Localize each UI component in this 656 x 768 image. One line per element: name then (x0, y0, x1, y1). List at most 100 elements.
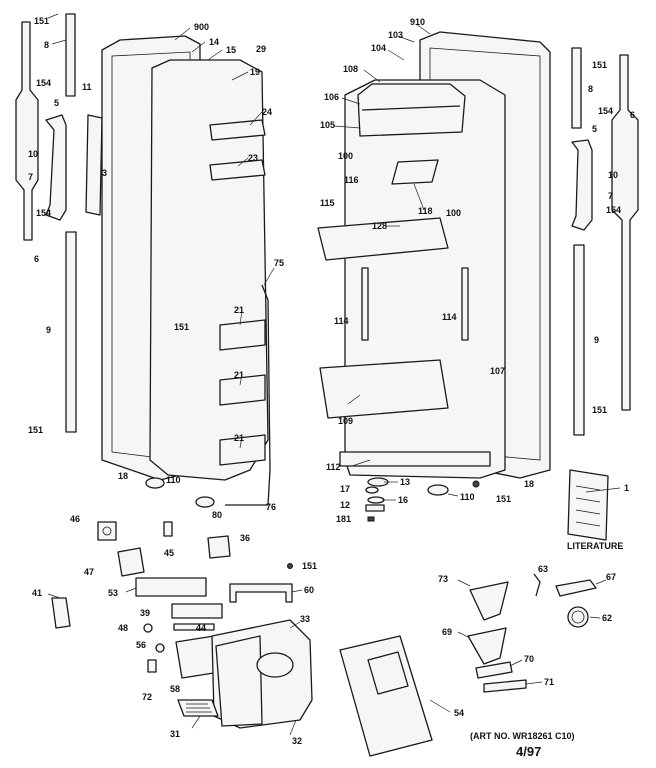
label-1: 1 (624, 483, 629, 493)
label-106: 106 (324, 92, 339, 102)
literature-booklet (567, 469, 609, 541)
label-154-left-bottom: 154 (36, 208, 51, 218)
label-154-right-bottom: 154 (606, 205, 621, 215)
door-stop-110-left (145, 477, 165, 489)
label-54: 54 (454, 708, 464, 718)
shelf-rail-left (361, 267, 369, 341)
literature-line (575, 485, 601, 491)
label-21-bottom: 21 (234, 433, 244, 443)
label-116: 116 (344, 175, 359, 185)
handle-strip-left (65, 13, 76, 97)
label-114-right: 114 (442, 312, 457, 322)
label-151: 151 (34, 16, 49, 26)
label-151-center-bottom: 151 (496, 494, 511, 504)
label-63: 63 (538, 564, 548, 574)
handle-trim-left (15, 21, 39, 241)
label-33: 33 (300, 614, 310, 624)
label-181: 181 (336, 514, 351, 524)
label-58: 58 (170, 684, 180, 694)
label-14: 14 (209, 37, 219, 47)
door-shelf-23 (209, 159, 266, 181)
label-18-left: 18 (118, 471, 128, 481)
label-16: 16 (398, 495, 408, 505)
art-number: (ART NO. WR18261 C10) (470, 731, 575, 741)
label-46: 46 (70, 514, 80, 524)
literature-line (575, 521, 601, 527)
label-151-dispenser: 151 (302, 561, 317, 571)
label-6-left: 6 (34, 254, 39, 264)
label-108: 108 (343, 64, 358, 74)
label-44: 44 (196, 623, 206, 633)
label-41: 41 (32, 588, 42, 598)
chute-69 (467, 627, 507, 665)
label-154-left-top: 154 (36, 78, 51, 88)
door-handle-right (571, 139, 593, 231)
label-7-right: 7 (608, 191, 613, 201)
date-code: 4/97 (516, 744, 542, 759)
ring-62-inner (571, 610, 585, 624)
literature-label: LITERATURE (567, 541, 624, 551)
label-9-right: 9 (594, 335, 599, 345)
panel-53 (135, 577, 207, 597)
label-151-right-bottom: 151 (592, 405, 607, 415)
label-151-left-bottom: 151 (28, 425, 43, 435)
label-15: 15 (226, 45, 236, 55)
button-48 (143, 623, 153, 633)
ring-62 (567, 606, 589, 628)
hinge-pin-17 (365, 486, 379, 494)
door-shelf-24 (209, 119, 266, 141)
label-3: 3 (102, 168, 107, 178)
label-69: 69 (442, 627, 452, 637)
label-103: 103 (388, 30, 403, 40)
label-5-left: 5 (54, 98, 59, 108)
switch-46 (97, 521, 117, 541)
door-stop-110-right (427, 484, 449, 496)
label-32: 32 (292, 736, 302, 746)
bracket-36 (207, 535, 231, 559)
label-17: 17 (340, 484, 350, 494)
dispenser-cover-recess (367, 651, 409, 695)
bracket-41 (51, 597, 71, 629)
label-75: 75 (274, 258, 284, 268)
door-bin-21c (219, 434, 266, 466)
strip-44 (173, 623, 215, 631)
label-71: 71 (544, 677, 554, 687)
label-72: 72 (142, 692, 152, 702)
label-18-right: 18 (524, 479, 534, 489)
label-62: 62 (602, 613, 612, 623)
actuator-63 (533, 573, 541, 597)
label-900: 900 (194, 22, 209, 32)
screw-181 (367, 516, 375, 522)
label-73: 73 (438, 574, 448, 584)
bushing-16 (367, 496, 385, 504)
dispenser-auger (256, 652, 294, 678)
label-76: 76 (266, 502, 276, 512)
label-7-left: 7 (28, 172, 33, 182)
label-48: 48 (118, 623, 128, 633)
label-21-mid: 21 (234, 370, 244, 380)
label-70: 70 (524, 654, 534, 664)
chute-73 (469, 581, 509, 621)
spring-12 (365, 504, 385, 512)
label-60: 60 (304, 585, 314, 595)
knob-56 (155, 643, 165, 653)
label-110-left: 110 (166, 475, 181, 485)
label-19: 19 (250, 67, 260, 77)
door-strip-right (573, 244, 585, 436)
dispenser-housing-front (215, 635, 263, 727)
label-910: 910 (410, 17, 425, 27)
label-110-right: 110 (460, 492, 475, 502)
screw-151-right (472, 480, 480, 488)
label-154-right-top: 154 (598, 106, 613, 116)
door-handle-left (45, 114, 67, 221)
label-23: 23 (248, 153, 258, 163)
dairy-door (361, 105, 461, 111)
label-45: 45 (164, 548, 174, 558)
label-8: 8 (44, 40, 49, 50)
housing-47 (117, 547, 145, 577)
door-bin-21b (219, 374, 266, 406)
door-bin-21a (219, 319, 266, 351)
rod-71 (483, 679, 527, 693)
label-107: 107 (490, 366, 505, 376)
